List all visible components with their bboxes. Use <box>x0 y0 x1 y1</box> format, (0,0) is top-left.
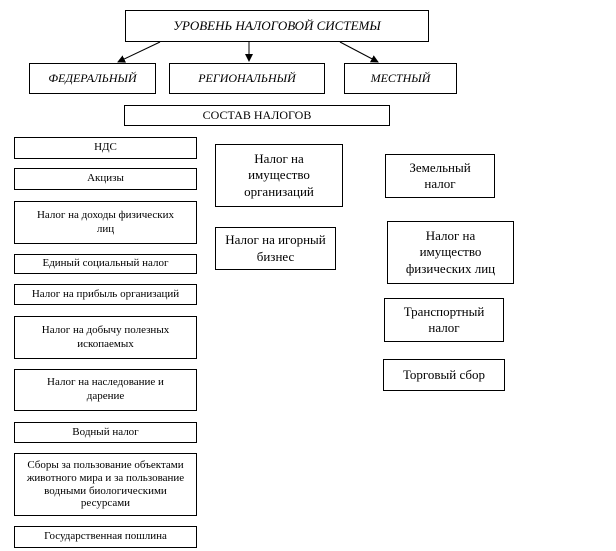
level-federal: ФЕДЕРАЛЬНЫЙ <box>29 63 156 94</box>
level-regional: РЕГИОНАЛЬНЫЙ <box>169 63 325 94</box>
federal-tax-item: Водный налог <box>14 422 197 443</box>
federal-tax-item: Налог на доходы физических лиц <box>14 201 197 244</box>
local-tax-item: Торговый сбор <box>383 359 505 391</box>
local-tax-item: Транспортный налог <box>384 298 504 342</box>
tax-composition-header: СОСТАВ НАЛОГОВ <box>124 105 390 126</box>
local-tax-item: Налог на имущество физических лиц <box>387 221 514 284</box>
federal-tax-item: Государственная пошлина <box>14 526 197 548</box>
regional-tax-item: Налог на игорный бизнес <box>215 227 336 270</box>
arrow-to-federal <box>117 41 161 63</box>
federal-tax-item: Акцизы <box>14 168 197 190</box>
local-tax-item: Земельный налог <box>385 154 495 198</box>
federal-tax-item: Налог на прибыль организаций <box>14 284 197 305</box>
tax-system-level-title: УРОВЕНЬ НАЛОГОВОЙ СИСТЕМЫ <box>125 10 429 42</box>
arrow-to-local <box>339 41 379 63</box>
federal-tax-item: НДС <box>14 137 197 159</box>
federal-tax-item: Сборы за пользование объектами животного… <box>14 453 197 516</box>
federal-tax-item: Налог на добычу полезных ископаемых <box>14 316 197 359</box>
level-local: МЕСТНЫЙ <box>344 63 457 94</box>
federal-tax-item: Единый социальный налог <box>14 254 197 274</box>
federal-tax-item: Налог на наследование и дарение <box>14 369 197 411</box>
regional-tax-item: Налог на имущество организаций <box>215 144 343 207</box>
